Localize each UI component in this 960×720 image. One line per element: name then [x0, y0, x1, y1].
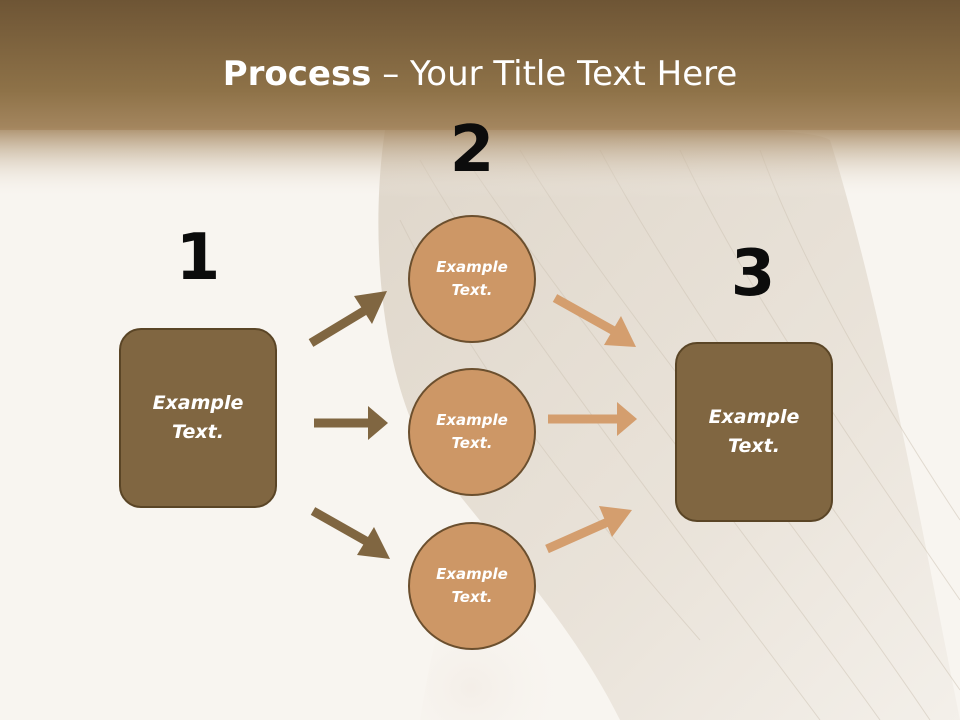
process-circle-top: Example Text.	[408, 215, 536, 343]
arrow-left-to-bottom	[310, 507, 390, 559]
process-circle-bottom: Example Text.	[408, 522, 536, 650]
process-box-right: Example Text.	[675, 342, 833, 522]
step-number-3: 3	[730, 237, 776, 311]
arrow-top-to-right	[552, 294, 636, 347]
title-bold: Process	[222, 54, 372, 94]
process-circle-top-label: Example Text.	[436, 258, 508, 299]
arrow-bottom-to-right	[545, 506, 632, 554]
process-circle-middle-label: Example Text.	[436, 411, 508, 452]
arrow-left-to-top	[308, 291, 387, 347]
process-box-left-label: Example Text.	[152, 392, 244, 443]
process-circle-bottom-label: Example Text.	[436, 565, 508, 606]
step-number-2: 2	[449, 113, 495, 187]
process-circle-middle: Example Text.	[408, 368, 536, 496]
step-number-1: 1	[175, 221, 221, 295]
arrow-left-to-middle	[314, 406, 388, 440]
arrow-middle-to-right	[548, 402, 637, 436]
process-box-left: Example Text.	[119, 328, 277, 508]
process-box-right-label: Example Text.	[708, 406, 800, 457]
slide-title: Process – Your Title Text Here	[0, 52, 960, 96]
title-rest: – Your Title Text Here	[371, 54, 738, 94]
